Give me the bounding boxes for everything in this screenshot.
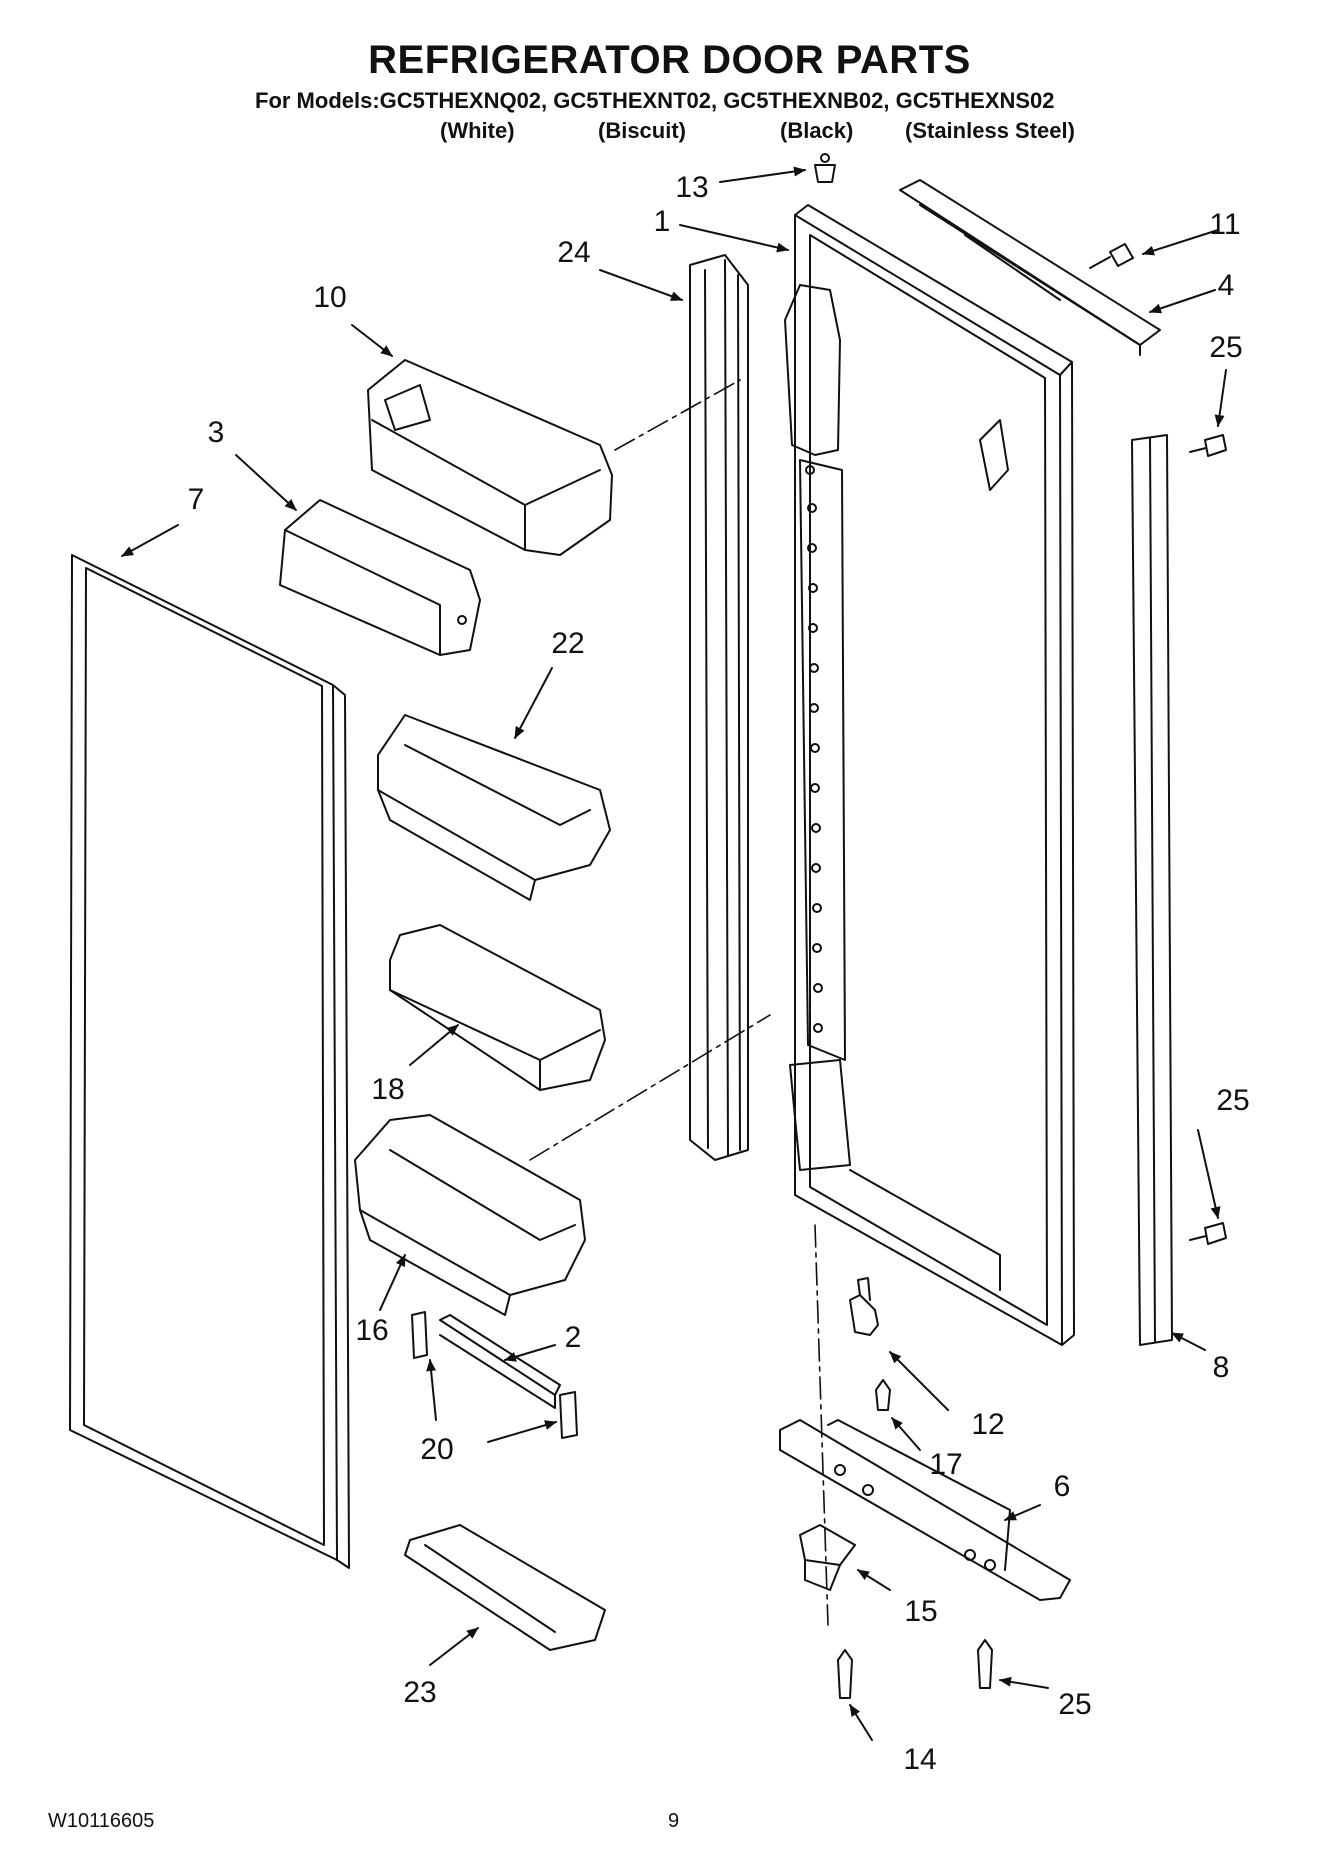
- screw-25-middle: [1189, 1222, 1227, 1245]
- callout-4: 4: [1217, 269, 1235, 302]
- callout-7: 7: [187, 483, 205, 516]
- color-black: (Black): [780, 118, 854, 143]
- door-bin-middle: [389, 924, 606, 1091]
- callout-10: 10: [313, 281, 347, 314]
- door-bin-lower: [354, 1114, 586, 1316]
- callout-2: 2: [564, 1321, 582, 1354]
- callout-25-upper: 25: [1209, 331, 1243, 364]
- callout-20: 20: [420, 1433, 454, 1466]
- callout-17: 17: [929, 1448, 963, 1481]
- callout-22: 22: [551, 627, 585, 660]
- top-cap: [899, 179, 1161, 356]
- callout-25-middle: 25: [1216, 1084, 1250, 1117]
- clip-pieces: [411, 1311, 578, 1439]
- leader-arrows: [121, 166, 1227, 1741]
- page-number: 9: [668, 1810, 680, 1832]
- screw-25-lower: [977, 1639, 993, 1689]
- screw-13: [814, 153, 836, 183]
- door-bin-upper: [377, 714, 611, 901]
- callout-25-lower: 25: [1058, 1688, 1092, 1721]
- callout-15: 15: [904, 1595, 938, 1628]
- callout-16: 16: [355, 1314, 389, 1347]
- door-liner: [784, 204, 1075, 1346]
- hinge-plate: [799, 1524, 856, 1591]
- color-white: (White): [440, 118, 515, 143]
- callout-1: 1: [653, 205, 671, 238]
- hinge-pin: [849, 1277, 879, 1336]
- callout-24: 24: [557, 236, 591, 269]
- assembly-lines: [529, 379, 829, 1626]
- color-biscuit: (Biscuit): [598, 118, 686, 143]
- document-number: W10116605: [48, 1810, 155, 1832]
- bottom-tray: [404, 1524, 606, 1651]
- callout-13: 13: [675, 171, 709, 204]
- bin-support-rail: [439, 1314, 561, 1409]
- door-trim-strip: [689, 254, 749, 1161]
- callout-8: 8: [1212, 1351, 1230, 1384]
- screw-25-upper: [1189, 434, 1227, 457]
- screw-11: [1089, 243, 1134, 269]
- compartment-door: [279, 499, 481, 656]
- bottom-hinge-bracket: [779, 1419, 1071, 1601]
- callout-14: 14: [903, 1743, 937, 1776]
- color-stainless-steel: (Stainless Steel): [905, 118, 1075, 143]
- models-line: For Models:GC5THEXNQ02, GC5THEXNT02, GC5…: [255, 88, 1055, 113]
- door-gasket: [69, 554, 350, 1569]
- upper-compartment: [367, 359, 613, 556]
- screw-17: [875, 1379, 891, 1411]
- callout-23: 23: [403, 1676, 437, 1709]
- callout-18: 18: [371, 1073, 405, 1106]
- callout-11: 11: [1209, 208, 1241, 241]
- callout-3: 3: [207, 416, 225, 449]
- callout-6: 6: [1053, 1470, 1071, 1503]
- side-trim: [1131, 434, 1173, 1346]
- screw-14: [837, 1649, 853, 1699]
- callout-12: 12: [971, 1408, 1005, 1441]
- page-title: REFRIGERATOR DOOR PARTS: [368, 38, 971, 82]
